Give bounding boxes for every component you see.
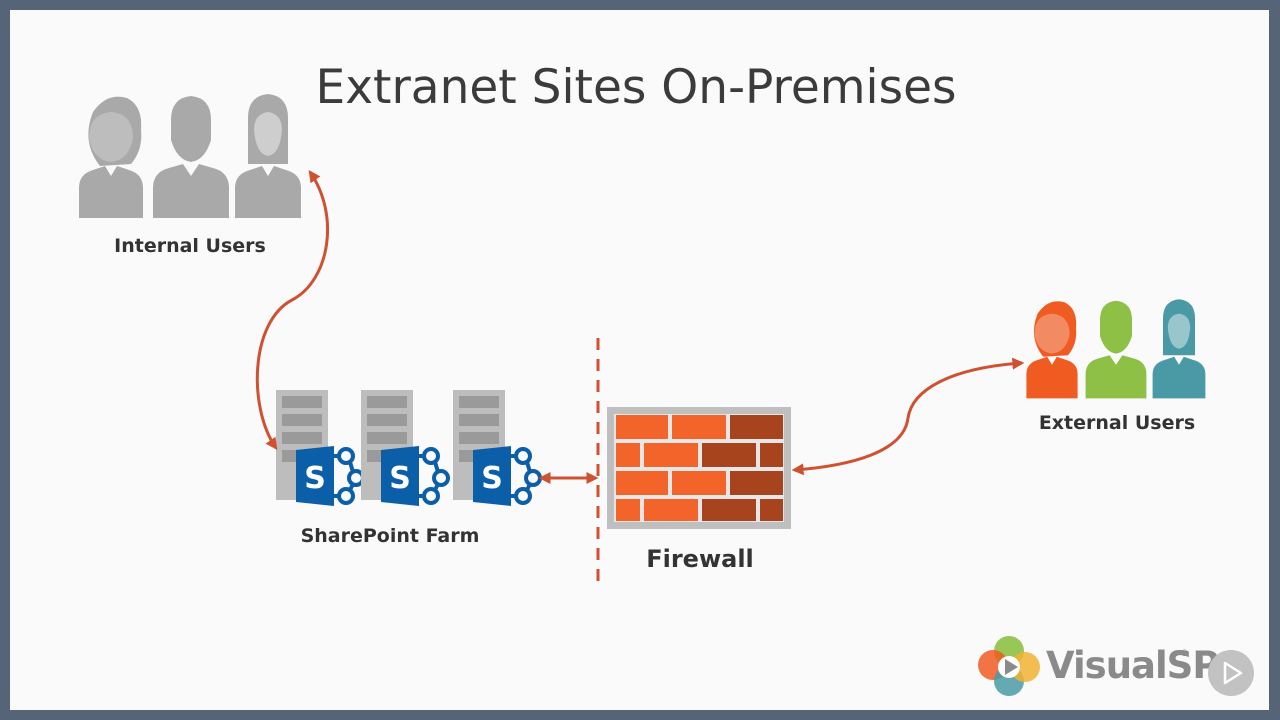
visualsp-brand-name: VisualSP	[1046, 644, 1219, 687]
user-man-icon	[153, 96, 229, 218]
sharepoint-icon: S	[381, 446, 450, 506]
internal-to-farm-arrow	[255, 170, 330, 450]
svg-text:S: S	[304, 461, 326, 496]
external-users-label: External Users	[1039, 412, 1195, 434]
user-woman-icon	[235, 94, 301, 218]
sharepoint-farm-icon: S S S	[276, 390, 542, 506]
play-button[interactable]	[1208, 650, 1254, 696]
internal-users-label: Internal Users	[114, 235, 266, 257]
user-woman-icon	[1152, 299, 1206, 399]
svg-text:S: S	[481, 461, 503, 496]
external-to-firewall-arrow	[791, 357, 1025, 476]
sharepoint-icon: S	[473, 446, 542, 506]
firewall-label: Firewall	[646, 545, 754, 573]
user-woman-icon	[1026, 301, 1078, 399]
firewall-icon	[607, 407, 791, 529]
sharepoint-icon: S	[296, 446, 365, 506]
sharepoint-farm-label: SharePoint Farm	[301, 525, 480, 547]
visualsp-logo-icon	[978, 636, 1040, 696]
slide-title: Extranet Sites On-Premises	[316, 60, 957, 115]
user-man-icon	[1085, 300, 1147, 399]
play-icon	[1223, 661, 1243, 685]
internal-users-icon	[79, 94, 301, 218]
svg-text:S: S	[389, 461, 411, 496]
registered-mark: ®	[1181, 648, 1188, 658]
external-users-icon	[1026, 299, 1206, 399]
user-woman-icon	[79, 96, 143, 218]
